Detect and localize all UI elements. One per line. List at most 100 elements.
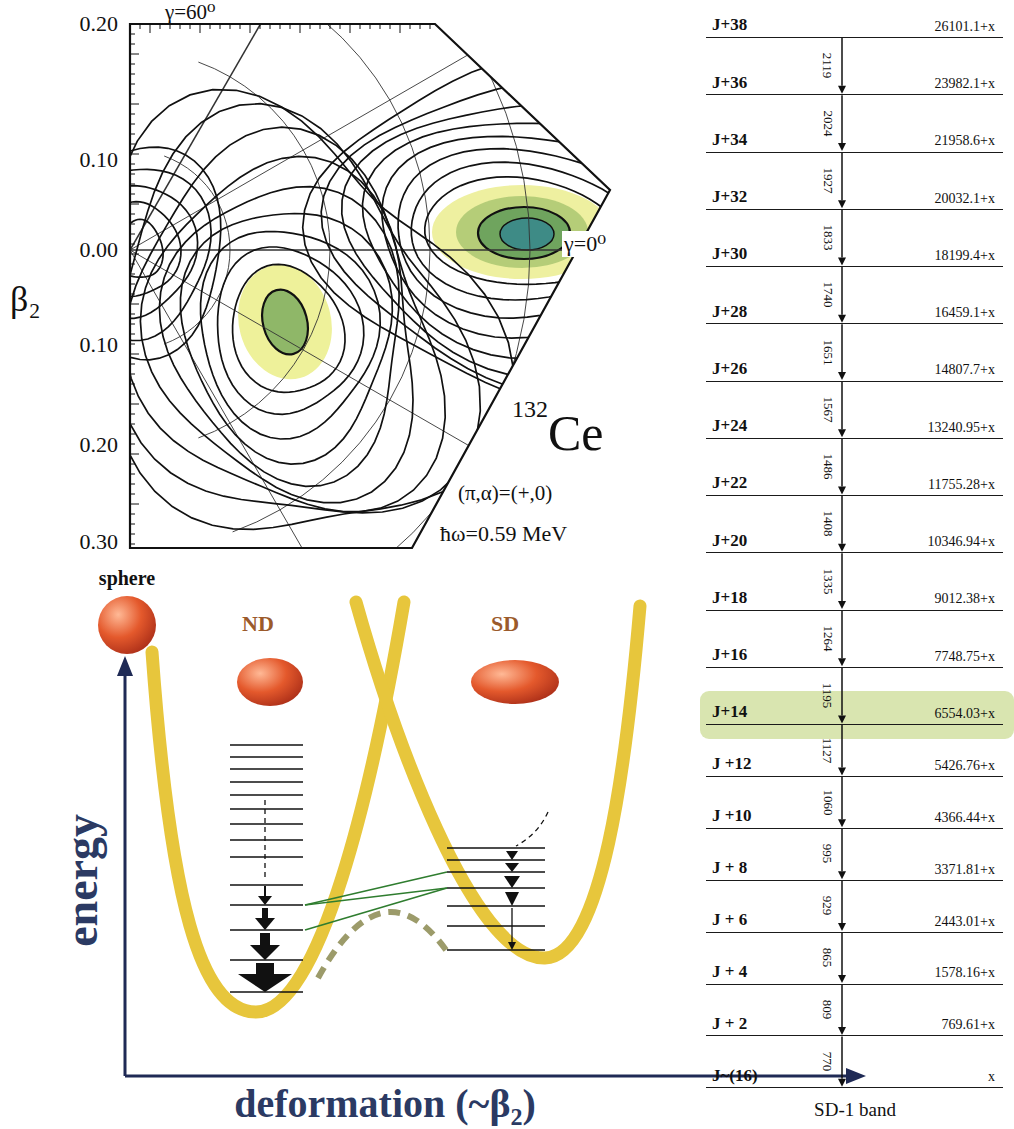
spin-label: J + 6 bbox=[712, 910, 747, 930]
transition-energy: 2119 bbox=[822, 53, 835, 79]
level-energy: 4366.44+x bbox=[935, 810, 995, 826]
gamma-transition bbox=[838, 725, 846, 775]
shape-label: ND bbox=[242, 611, 274, 636]
level-line: J+34 21958.6+x bbox=[706, 129, 1003, 153]
level-line: J+14 6554.03+x bbox=[706, 701, 1003, 725]
level-energy: 16459.1+x bbox=[935, 305, 995, 321]
transition-energy: 1833 bbox=[822, 225, 835, 251]
spin-label: J+36 bbox=[712, 73, 747, 93]
spin-label: J+24 bbox=[712, 416, 747, 436]
level-line: J + 4 1578.16+x bbox=[706, 961, 1003, 985]
gamma-transition bbox=[838, 324, 846, 380]
level-line: J+30 18199.4+x bbox=[706, 243, 1003, 267]
spin-label: J +10 bbox=[712, 806, 751, 826]
transition-energy: 1060 bbox=[822, 789, 835, 815]
gamma-transition bbox=[838, 933, 846, 983]
spin-label: J+30 bbox=[712, 244, 747, 264]
shape-label: sphere bbox=[99, 567, 155, 590]
tick-label: 0.00 bbox=[80, 237, 119, 262]
transition-energy: 865 bbox=[822, 948, 835, 968]
level-energy: 5426.76+x bbox=[935, 758, 995, 774]
axis-label: γ=0⁰ bbox=[562, 231, 608, 256]
gamma-transition bbox=[838, 553, 846, 609]
transition-energy: 1651 bbox=[822, 339, 835, 365]
quantum-numbers: (π,α)=(+,0) bbox=[458, 481, 552, 505]
level-energy: 13240.95+x bbox=[928, 420, 995, 436]
level-energy: 18199.4+x bbox=[935, 248, 995, 264]
level-energy: 14807.7+x bbox=[935, 362, 995, 378]
level-line: J+22 11755.28+x bbox=[706, 472, 1003, 496]
level-line: J+24 13240.95+x bbox=[706, 415, 1003, 439]
plot-frame bbox=[130, 24, 610, 548]
gamma-transition bbox=[838, 38, 846, 94]
level-energy: 26101.1+x bbox=[935, 19, 995, 35]
level-line: J+26 14807.7+x bbox=[706, 358, 1003, 382]
level-energy: 7748.75+x bbox=[935, 649, 995, 665]
spin-label: J~(16) bbox=[712, 1066, 758, 1086]
transition-energy: 1335 bbox=[822, 568, 835, 594]
gamma-transition bbox=[838, 95, 846, 151]
level-line: J + 2 769.61+x bbox=[706, 1012, 1003, 1036]
gamma-transition bbox=[838, 881, 846, 931]
transition-energy: 1486 bbox=[822, 454, 835, 480]
element-symbol: Ce bbox=[548, 405, 604, 463]
transition-energy: 809 bbox=[822, 1000, 835, 1020]
transition-energy: 1567 bbox=[822, 396, 835, 422]
tick-label: 0.10 bbox=[80, 332, 119, 357]
axis-label: γ=60⁰ bbox=[165, 0, 216, 24]
level-energy: 20032.1+x bbox=[935, 191, 995, 207]
level-line: J + 6 2443.01+x bbox=[706, 909, 1003, 933]
spin-label: J + 2 bbox=[712, 1014, 747, 1034]
spin-label: J + 4 bbox=[712, 962, 747, 982]
transition-energy: 1127 bbox=[822, 737, 835, 763]
level-line: J+28 16459.1+x bbox=[706, 300, 1003, 324]
gamma-transition bbox=[838, 829, 846, 879]
transition-energy: 1264 bbox=[822, 625, 835, 651]
level-line: J +10 4366.44+x bbox=[706, 805, 1003, 829]
level-energy: 3371.81+x bbox=[935, 862, 995, 878]
transition-energy: 929 bbox=[822, 896, 835, 916]
spin-label: J+22 bbox=[712, 473, 747, 493]
level-energy: 6554.03+x bbox=[935, 706, 995, 722]
transition-energy: 1740 bbox=[822, 282, 835, 308]
level-line: J+3220032.1+x bbox=[706, 186, 1003, 210]
transition-energy: 1195 bbox=[822, 683, 835, 709]
gamma-transition bbox=[838, 210, 846, 266]
gamma-transition bbox=[838, 1036, 846, 1086]
gamma-transition bbox=[838, 985, 846, 1035]
rotational-frequency: ħω=0.59 MeV bbox=[440, 521, 567, 546]
spin-label: J+34 bbox=[712, 130, 747, 150]
level-line: J+3623982.1+x bbox=[706, 71, 1003, 95]
spin-label: J+28 bbox=[712, 302, 747, 322]
spin-label: J+20 bbox=[712, 531, 747, 551]
mass-number: 132 bbox=[512, 396, 548, 424]
gamma-transition bbox=[838, 777, 846, 827]
level-line: J+189012.38+x bbox=[706, 587, 1003, 611]
spin-label: J +12 bbox=[712, 754, 751, 774]
gamma-transition bbox=[838, 382, 846, 438]
level-energy: 10346.94+x bbox=[928, 534, 995, 550]
spin-label: J+14 bbox=[712, 702, 747, 722]
spin-label: J + 8 bbox=[712, 858, 747, 878]
gamma-transition bbox=[838, 668, 846, 724]
transition-energy: 995 bbox=[822, 844, 835, 864]
spin-label: J+38 bbox=[712, 15, 747, 35]
transition-energy: 1408 bbox=[822, 511, 835, 537]
level-energy: 1578.16+x bbox=[935, 965, 995, 981]
level-energy: 2443.01+x bbox=[935, 914, 995, 930]
level-energy: 11755.28+x bbox=[928, 477, 995, 493]
level-energy: 769.61+x bbox=[942, 1017, 995, 1033]
gamma-transition bbox=[838, 153, 846, 209]
level-energy: x bbox=[988, 1069, 995, 1085]
gamma-transition bbox=[838, 496, 846, 552]
level-energy: 21958.6+x bbox=[935, 133, 995, 149]
spin-label: J+16 bbox=[712, 645, 747, 665]
spin-label: J+18 bbox=[712, 588, 747, 608]
transition-energy: 2024 bbox=[822, 110, 835, 136]
gamma-transition bbox=[838, 439, 846, 495]
level-line: J+38 26101.1+x bbox=[706, 14, 1003, 38]
axis-title: energy bbox=[56, 814, 109, 947]
level-line: J+20 10346.94+x bbox=[706, 529, 1003, 553]
spin-label: J+26 bbox=[712, 359, 747, 379]
shape-label: SD bbox=[491, 611, 519, 636]
